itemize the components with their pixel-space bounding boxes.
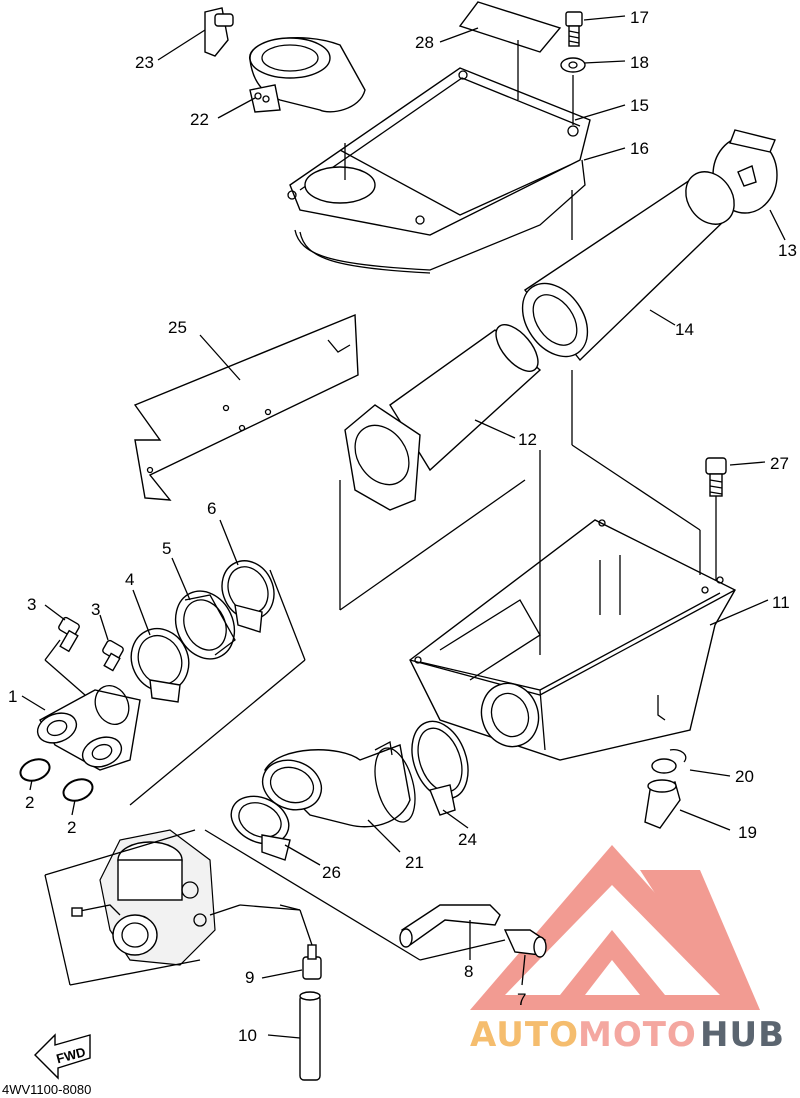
- washer-18: [560, 57, 586, 73]
- label-14: 14: [675, 320, 694, 339]
- screw-17: [565, 11, 583, 47]
- label-7: 7: [517, 990, 526, 1009]
- label-16: 16: [630, 139, 649, 158]
- label-26: 26: [322, 863, 341, 882]
- label-19: 19: [738, 823, 757, 842]
- sheet-25: [133, 313, 359, 501]
- label-20: 20: [735, 767, 754, 786]
- bolt-27: [705, 457, 727, 497]
- label-6: 6: [207, 499, 216, 518]
- label-2b: 2: [67, 818, 76, 837]
- diagram-code: 4WV1100-8080: [2, 1082, 91, 1097]
- o-ring-2a: [19, 758, 51, 782]
- label-sticker: [458, 1, 562, 53]
- label-3a: 3: [27, 595, 36, 614]
- hose-8: [399, 904, 501, 948]
- clamp-24: [411, 720, 469, 816]
- label-12: 12: [518, 430, 537, 449]
- leader-lines: [21, 15, 786, 1039]
- air-filter-element-14: [521, 171, 735, 362]
- screw-3b: [102, 639, 124, 672]
- joint-22: [249, 37, 366, 113]
- label-17: 17: [630, 8, 649, 27]
- label-28: 28: [415, 33, 434, 52]
- clamp-6: [221, 560, 275, 633]
- label-2a: 2: [25, 793, 34, 812]
- fwd-arrow: FWD: [34, 1033, 91, 1080]
- label-24: 24: [458, 830, 477, 849]
- air-filter-guide-12: [344, 324, 542, 511]
- watermark-moto: MOTO: [578, 1015, 697, 1055]
- watermark-hub: HUB: [700, 1015, 785, 1055]
- hose-10: [299, 991, 321, 1081]
- label-25: 25: [168, 318, 187, 337]
- plug-9: [302, 944, 322, 980]
- label-18: 18: [630, 53, 649, 72]
- o-ring-2b: [62, 778, 94, 802]
- clamp-4: [130, 627, 190, 703]
- fitting-23: [204, 7, 234, 57]
- label-8: 8: [464, 962, 473, 981]
- watermark-logo: [470, 845, 760, 1010]
- label-13: 13: [778, 241, 797, 260]
- clip-20: [651, 749, 687, 774]
- clamp-26: [230, 795, 291, 861]
- part-number-labels: 23 22 28 17 18 15 16 13 14 25 12 27 11 2…: [2, 8, 797, 1097]
- joint-21: [261, 740, 416, 828]
- label-22: 22: [190, 110, 209, 129]
- label-10: 10: [238, 1026, 257, 1045]
- intake-joint-1: [36, 685, 141, 771]
- label-23: 23: [135, 53, 154, 72]
- air-box-case-11: [409, 519, 736, 761]
- label-3b: 3: [91, 600, 100, 619]
- watermark-text: AUTO MOTO HUB: [470, 1015, 785, 1055]
- fwd-label: FWD: [55, 1044, 87, 1066]
- label-4: 4: [125, 570, 134, 589]
- label-21: 21: [405, 853, 424, 872]
- label-9: 9: [245, 968, 254, 987]
- clip-7: [503, 929, 547, 958]
- drain-cap-19: [644, 779, 681, 829]
- label-1: 1: [8, 687, 17, 706]
- joint-5: [174, 590, 236, 660]
- screw-3a: [58, 616, 80, 653]
- air-box-cover: [287, 67, 591, 274]
- carburetor: [71, 829, 216, 966]
- label-15: 15: [630, 96, 649, 115]
- label-27: 27: [770, 454, 789, 473]
- watermark-auto: AUTO: [470, 1015, 579, 1055]
- label-5: 5: [162, 539, 171, 558]
- label-11: 11: [772, 593, 790, 612]
